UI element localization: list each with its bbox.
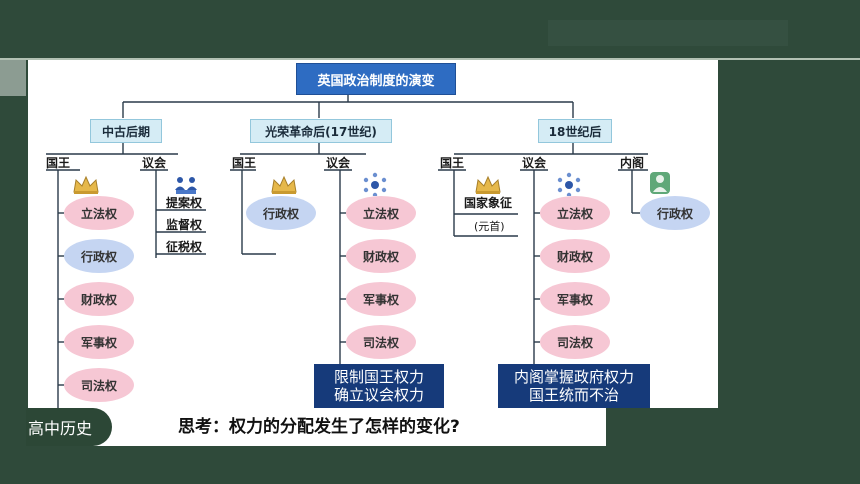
p2-parliament-power: 财政权 bbox=[346, 239, 416, 273]
p2-summary-note: 限制国王权力 确立议会权力 bbox=[314, 364, 444, 408]
subject-tag: 高中历史 bbox=[26, 408, 112, 446]
p1-king-power: 财政权 bbox=[64, 282, 134, 316]
p1-king-power: 行政权 bbox=[64, 239, 134, 273]
p3-parliament-power: 财政权 bbox=[540, 239, 610, 273]
diagram-title: 英国政治制度的演变 bbox=[296, 63, 456, 95]
p3-parliament-power: 立法权 bbox=[540, 196, 610, 230]
p3-parliament-power: 军事权 bbox=[540, 282, 610, 316]
question-bar bbox=[26, 408, 606, 446]
crown-icon bbox=[271, 175, 297, 194]
p1-king-power: 军事权 bbox=[64, 325, 134, 359]
p2-note-line: 确立议会权力 bbox=[333, 386, 424, 404]
p2-parliament-label: 议会 bbox=[326, 156, 351, 170]
p3-cabinet-power: 行政权 bbox=[640, 196, 710, 230]
assembly-circle-icon bbox=[557, 172, 581, 196]
p3-king-label: 国王 bbox=[440, 156, 465, 170]
p1-king-power: 司法权 bbox=[64, 368, 134, 402]
p3-summary-note: 内阁掌握政府权力 国王统而不治 bbox=[498, 364, 650, 408]
p1-parliament-power: 征税权 bbox=[166, 240, 203, 254]
p2-king-label: 国王 bbox=[232, 156, 257, 170]
crown-icon bbox=[73, 175, 99, 194]
p1-king-power: 立法权 bbox=[64, 196, 134, 230]
p2-parliament-power: 军事权 bbox=[346, 282, 416, 316]
p3-king-status: 国家象征 bbox=[464, 196, 513, 210]
crown-icon bbox=[475, 175, 501, 194]
p3-parliament-label: 议会 bbox=[522, 156, 547, 170]
p2-parliament-power: 司法权 bbox=[346, 325, 416, 359]
p1-parliament-label: 议会 bbox=[142, 156, 167, 170]
p3-cabinet-label: 内阁 bbox=[620, 156, 645, 170]
p2-parliament-power: 立法权 bbox=[346, 196, 416, 230]
p2-note-line: 限制国王权力 bbox=[333, 368, 424, 386]
header-placeholder-bar bbox=[548, 20, 788, 46]
p1-king-label: 国王 bbox=[46, 156, 71, 170]
p1-parliament-power: 提案权 bbox=[166, 196, 203, 210]
assembly-people-icon bbox=[175, 177, 197, 194]
p1-parliament-power: 监督权 bbox=[166, 218, 203, 232]
connector-lines bbox=[46, 94, 648, 408]
period-medieval: 中古后期 bbox=[90, 119, 162, 143]
period-glorious-revolution: 光荣革命后(17世纪) bbox=[250, 119, 392, 143]
p2-king-power: 行政权 bbox=[246, 196, 316, 230]
header-divider bbox=[0, 58, 860, 60]
period-18th-century: 18世纪后 bbox=[538, 119, 612, 143]
minister-icon bbox=[650, 172, 670, 194]
left-edge-strip bbox=[0, 60, 26, 96]
discussion-question: 思考：权力的分配发生了怎样的变化? bbox=[178, 417, 460, 437]
p3-note-line: 内阁掌握政府权力 bbox=[513, 368, 634, 386]
diagram-panel: 英国政治制度的演变 中古后期 光荣革命后(17世纪) 18世纪后 国王 议会 立… bbox=[28, 60, 718, 408]
p3-note-line: 国王统而不治 bbox=[528, 386, 619, 404]
p3-king-head: (元首) bbox=[474, 220, 505, 233]
assembly-circle-icon bbox=[363, 172, 387, 196]
p3-parliament-power: 司法权 bbox=[540, 325, 610, 359]
